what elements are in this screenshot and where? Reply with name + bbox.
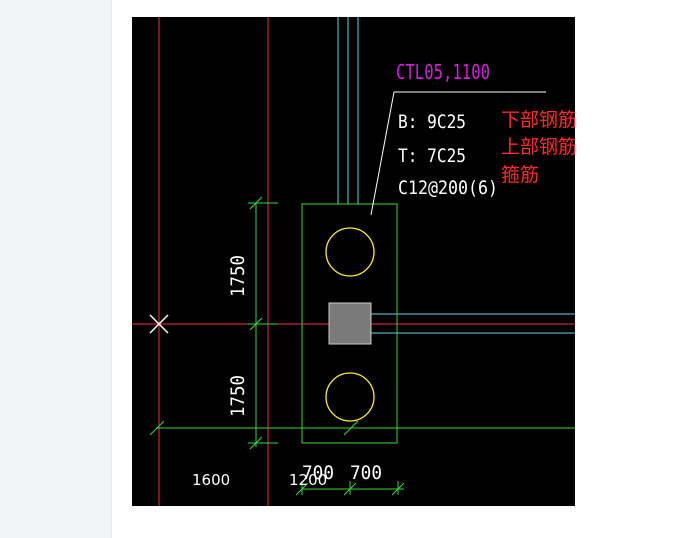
bottom-label-1600: 1600 [192,471,230,489]
dim-h-tick-right [391,482,405,496]
top-rebar-text: T: 7C25 [398,145,466,167]
dim-horizontal-left: 700 [302,462,334,484]
stirrup-text: C12@200(6) [398,177,498,199]
column-square [328,302,372,345]
dim-horizontal-right: 700 [350,462,382,484]
dim-h-tick-mid [343,482,357,496]
left-sidebar [0,0,112,538]
cursor-cross-b [149,314,169,334]
leader-line-diagonal [370,91,395,216]
stirrup-cn: 箍筋 [501,164,539,186]
green-tick-left [149,420,165,436]
top-rebar-cn: 上部钢筋 [501,136,575,158]
dim-vertical-upper: 1750 [227,255,249,297]
bottom-label-1200: 1200 [289,471,327,489]
dim-tick-bottom [249,436,263,450]
bottom-rebar-cn: 下部钢筋 [501,109,575,131]
cad-drawing: CTL05,1100 B: 9C25 T: 7C25 C12@200(6) 下部… [132,17,575,506]
dim-tick-top [249,196,263,210]
cad-drawing-viewport[interactable]: CTL05,1100 B: 9C25 T: 7C25 C12@200(6) 下部… [132,17,575,506]
pile-cap-outline [301,203,398,444]
pile-lower [325,372,375,422]
dim-vertical-lower: 1750 [227,375,249,417]
dim-h-tick-left [295,482,309,496]
bottom-rebar-text: B: 9C25 [398,111,466,133]
pile-upper [325,227,375,277]
green-tick-right [343,420,359,436]
beam-label: CTL05,1100 [396,60,490,84]
dim-tick-mid [249,317,263,331]
